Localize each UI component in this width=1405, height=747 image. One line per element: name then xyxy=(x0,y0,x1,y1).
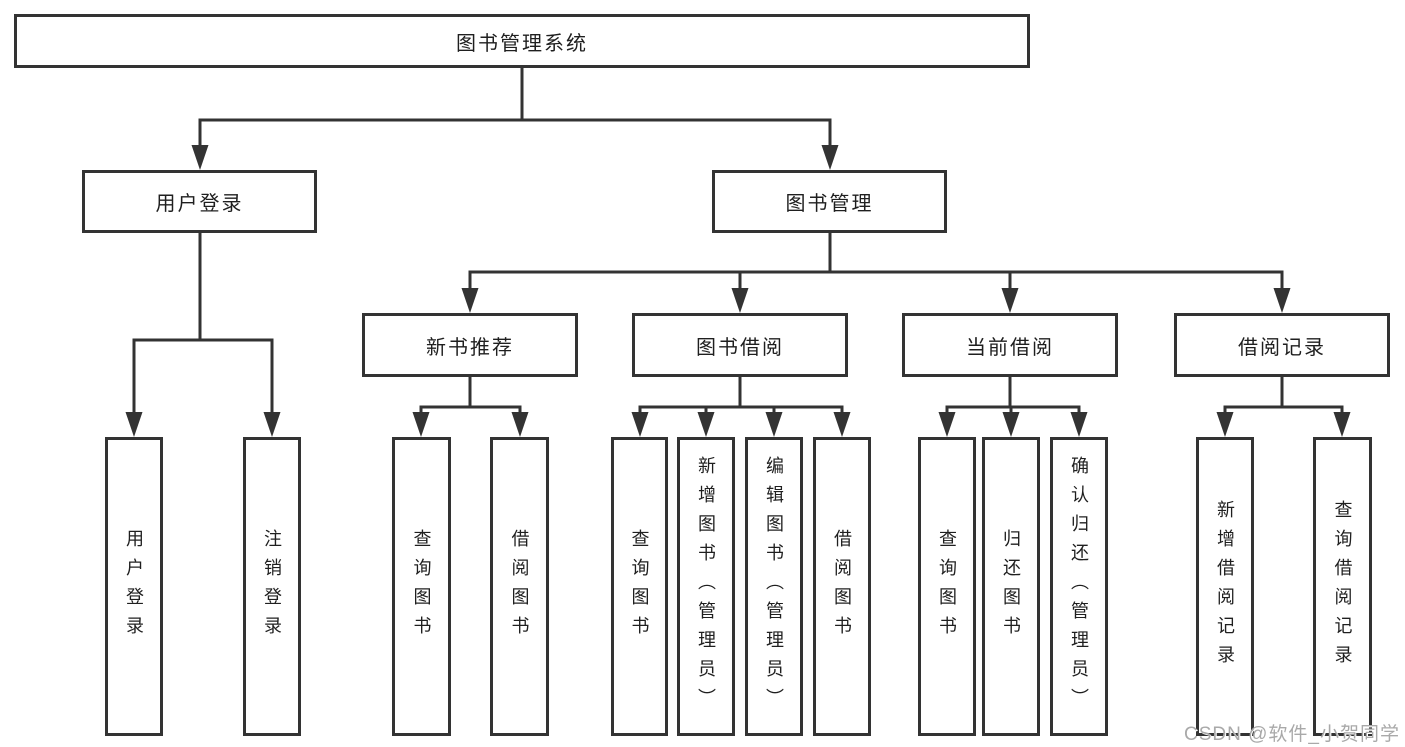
leaf-add-books-admin: 新增图书（管理员） xyxy=(677,437,735,736)
leaf-recommend-borrow-books-label: 借阅图书 xyxy=(509,528,530,645)
leaf-query-borrow-record: 查询借阅记录 xyxy=(1313,437,1372,736)
node-new-book-recommend: 新书推荐 xyxy=(362,313,578,377)
leaf-borrow-query-books: 查询图书 xyxy=(611,437,668,736)
node-root-label: 图书管理系统 xyxy=(456,32,588,55)
leaf-add-borrow-record-label: 新增借阅记录 xyxy=(1215,499,1235,674)
leaf-return-books: 归还图书 xyxy=(982,437,1040,736)
leaf-edit-books-admin-label: 编辑图书（管理员） xyxy=(764,456,784,717)
node-user-login-label: 用户登录 xyxy=(155,193,244,215)
leaf-add-books-admin-label: 新增图书（管理员） xyxy=(696,456,716,717)
arrowheads xyxy=(125,145,1351,437)
node-book-borrow: 图书借阅 xyxy=(632,313,848,377)
node-borrow-records-label: 借阅记录 xyxy=(1238,336,1326,359)
leaf-recommend-borrow-books: 借阅图书 xyxy=(490,437,549,736)
leaf-user-login-label: 用户登录 xyxy=(124,528,144,645)
leaf-add-borrow-record: 新增借阅记录 xyxy=(1196,437,1254,736)
node-user-login: 用户登录 xyxy=(82,170,317,233)
leaf-borrow-query-books-label: 查询图书 xyxy=(629,528,650,645)
node-book-borrow-label: 图书借阅 xyxy=(696,336,784,359)
leaf-confirm-return-admin: 确认归还（管理员） xyxy=(1050,437,1108,736)
leaf-logout-label: 注销登录 xyxy=(262,528,282,645)
node-book-management-label: 图书管理 xyxy=(785,193,874,215)
leaf-recommend-query-books: 查询图书 xyxy=(392,437,451,736)
node-current-borrow-label: 当前借阅 xyxy=(966,336,1054,359)
leaf-current-query-books-label: 查询图书 xyxy=(937,528,957,645)
node-borrow-records: 借阅记录 xyxy=(1174,313,1390,377)
leaf-confirm-return-admin-label: 确认归还（管理员） xyxy=(1069,456,1089,717)
leaf-return-books-label: 归还图书 xyxy=(1001,528,1021,645)
watermark: CSDN @软件_小贺同学 xyxy=(1184,724,1400,745)
node-new-book-recommend-label: 新书推荐 xyxy=(426,336,514,359)
leaf-borrow-books-label: 借阅图书 xyxy=(832,528,852,645)
leaf-logout: 注销登录 xyxy=(243,437,301,736)
leaf-recommend-query-books-label: 查询图书 xyxy=(411,528,432,645)
leaf-query-borrow-record-label: 查询借阅记录 xyxy=(1332,499,1353,674)
leaf-current-query-books: 查询图书 xyxy=(918,437,976,736)
node-root: 图书管理系统 xyxy=(14,14,1030,68)
leaf-edit-books-admin: 编辑图书（管理员） xyxy=(745,437,803,736)
leaf-borrow-books: 借阅图书 xyxy=(813,437,871,736)
leaf-user-login: 用户登录 xyxy=(105,437,163,736)
node-book-management: 图书管理 xyxy=(712,170,947,233)
node-current-borrow: 当前借阅 xyxy=(902,313,1118,377)
